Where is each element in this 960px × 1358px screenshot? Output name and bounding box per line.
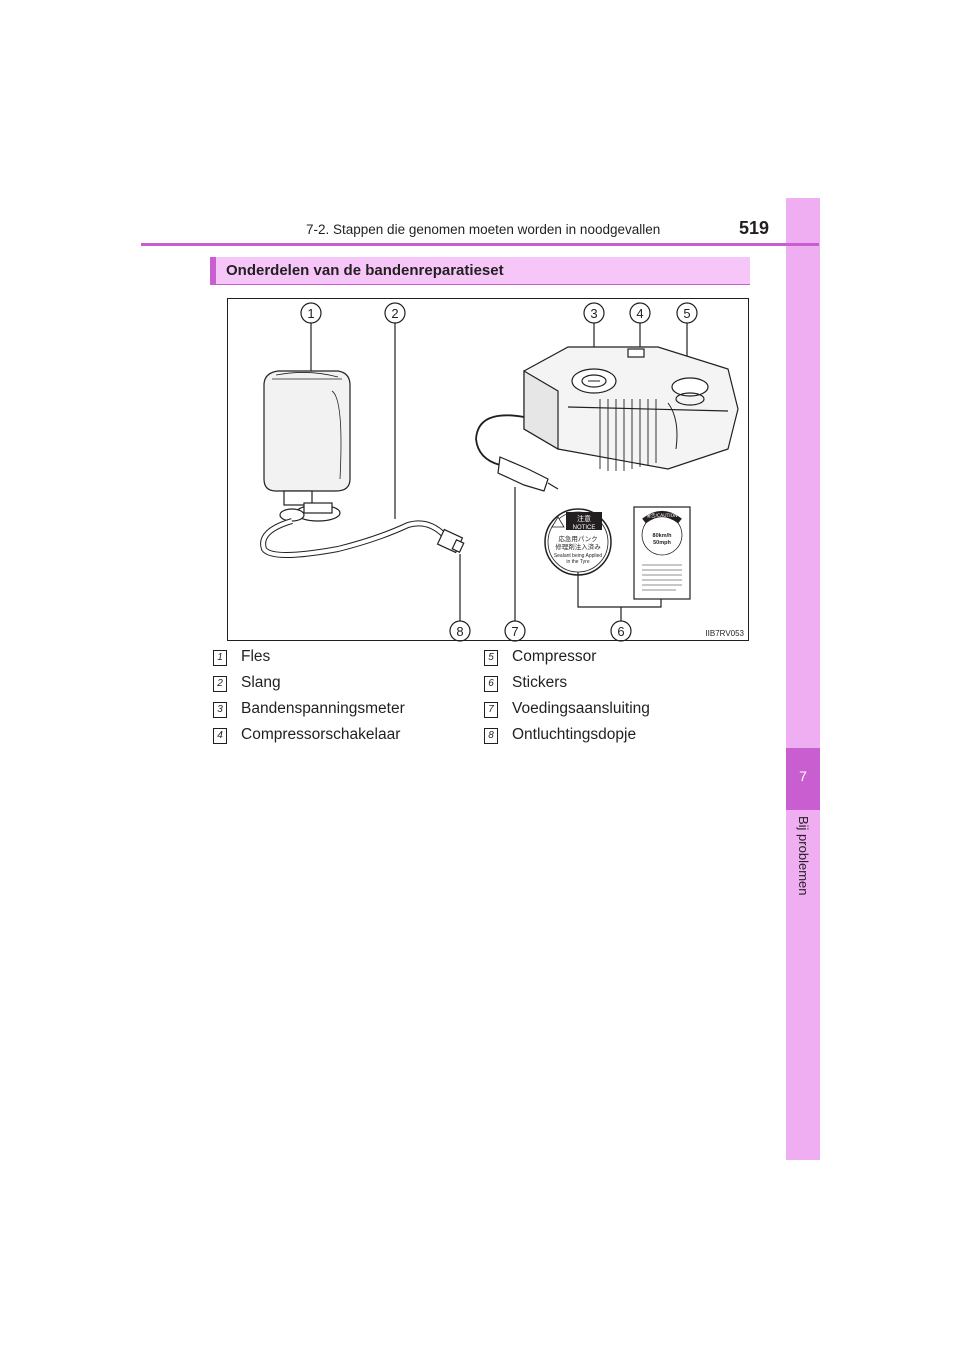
svg-text:6: 6 [617,624,624,639]
bottle-drawing [260,370,465,558]
header-rule [141,243,819,246]
svg-text:NOTICE: NOTICE [573,525,596,531]
legend-number: 6 [484,676,498,692]
svg-text:4: 4 [636,306,643,321]
callout-7: 7 [504,487,526,642]
legend-number: 5 [484,650,498,666]
callout-1: 1 [300,302,322,377]
sticker-notice: 注意 NOTICE 応急用パンク 修理剤注入済み Sealant being A… [544,508,612,576]
legend-label: Fles [241,648,271,665]
svg-text:警告/CAUTION: 警告/CAUTION [646,512,677,519]
chapter-number: 7 [799,768,807,784]
callout-2: 2 [384,302,406,519]
page-header-title: 7-2. Stappen die genomen moeten worden i… [306,222,661,237]
legend-number: 3 [213,702,227,718]
page-number: 519 [739,218,770,238]
svg-text:修理剤注入済み: 修理剤注入済み [555,542,601,551]
callout-6: 6 [577,569,662,642]
legend-number: 4 [213,728,227,744]
legend-number: 8 [484,728,498,744]
svg-text:3: 3 [590,306,597,321]
legend-label: Ontluchtingsdopje [512,726,637,743]
legend-label: Voedingsaansluiting [512,700,650,717]
legend-label: Bandenspanningsmeter [241,700,405,717]
legend-number: 7 [484,702,498,718]
repair-kit-figure: 1 2 3 4 5 [227,298,749,642]
svg-text:Sealant being Applied: Sealant being Applied [554,553,603,559]
repair-kit-illustration: 1 2 3 4 5 [260,302,739,642]
compressor-drawing [475,346,739,492]
svg-text:1: 1 [307,306,314,321]
legend-number: 2 [213,676,227,692]
svg-text:in the Tyre: in the Tyre [566,559,589,565]
legend-number: 1 [213,650,227,666]
svg-text:8: 8 [456,624,463,639]
svg-text:2: 2 [391,306,398,321]
figure-code: IIB7RV053 [705,629,744,638]
svg-text:注意: 注意 [577,514,591,523]
svg-text:応急用パンク: 応急用パンク [558,534,597,543]
section-accent-bar [210,257,216,284]
svg-text:5: 5 [683,306,690,321]
chapter-number-tab [786,748,820,810]
svg-text:80km/h: 80km/h [653,533,673,539]
callout-5: 5 [676,302,698,361]
svg-text:7: 7 [511,624,518,639]
legend-label: Compressor [512,648,597,665]
chapter-side-tab [786,198,820,1160]
legend-label: Stickers [512,674,568,691]
callout-8: 8 [449,554,471,642]
legend-label: Compressorschakelaar [241,726,401,743]
section-banner: Onderdelen van de bandenreparatieset [210,257,750,285]
sticker-caution: 警告/CAUTION 80km/h 50mph [633,506,691,600]
legend-label: Slang [241,674,281,691]
svg-text:50mph: 50mph [653,540,671,546]
section-title: Onderdelen van de bandenreparatieset [226,262,504,279]
chapter-title: Bij problemen [796,816,811,896]
